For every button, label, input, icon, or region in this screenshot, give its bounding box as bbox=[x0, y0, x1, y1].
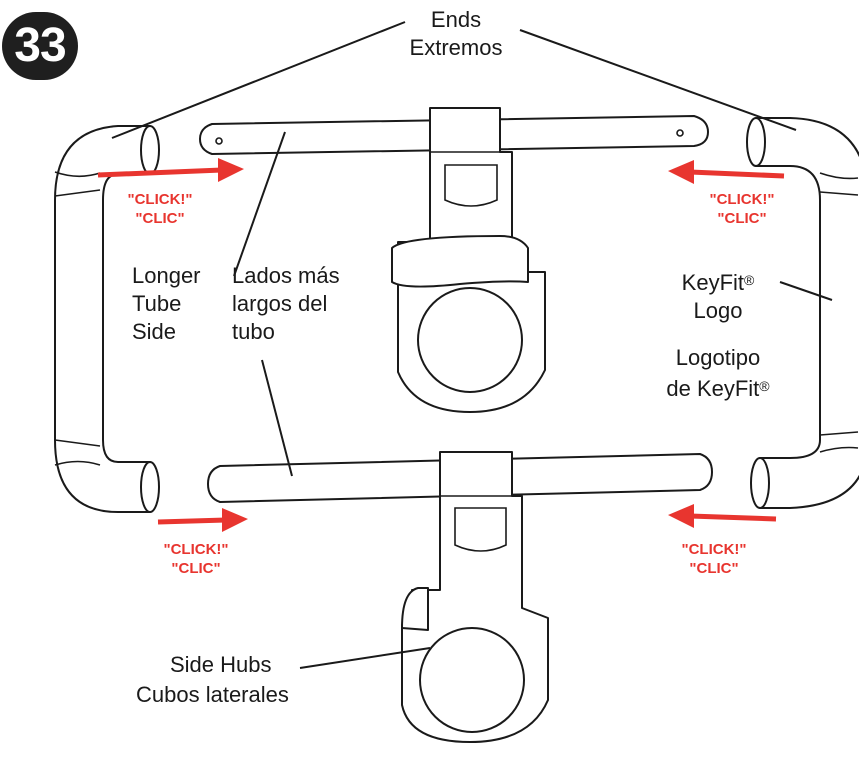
longer-tube-side-label-en: Longer Tube Side bbox=[132, 263, 201, 344]
longer-tube-side-label-es: Lados más largos del tubo bbox=[232, 263, 340, 344]
ends-label: Ends Extremos bbox=[408, 6, 504, 62]
ends-label-en: Ends bbox=[430, 7, 482, 32]
step-number-badge: 33 bbox=[2, 12, 78, 80]
logo-leader bbox=[779, 281, 833, 301]
side-hubs-leader bbox=[299, 647, 431, 669]
keyfit-logo-label-es: Logotipo de KeyFit® bbox=[666, 345, 770, 401]
side-hubs-label-en: Side Hubs bbox=[170, 652, 272, 677]
click-arrow-top-right bbox=[668, 160, 785, 184]
side-hubs-label-es: Cubos laterales bbox=[136, 682, 289, 707]
keyfit-logo-label-en: KeyFit® Logo bbox=[681, 270, 755, 323]
click-label-bottom-left: "CLICK!" "CLIC" bbox=[163, 541, 229, 577]
click-arrow-bottom-right bbox=[668, 504, 777, 528]
left-end-tube bbox=[54, 125, 160, 513]
longer-tube-leader-top bbox=[233, 131, 286, 277]
click-arrow-bottom-left bbox=[157, 508, 248, 532]
ends-label-es: Extremos bbox=[409, 35, 503, 60]
right-end-tube bbox=[746, 117, 859, 509]
click-label-top-right: "CLICK!" "CLIC" bbox=[709, 191, 775, 227]
bottom-side-hub bbox=[401, 451, 549, 743]
top-side-hub bbox=[391, 107, 546, 413]
ends-leader-right bbox=[519, 29, 797, 131]
longer-tube-leader-bottom bbox=[261, 359, 293, 477]
click-label-bottom-right: "CLICK!" "CLIC" bbox=[681, 541, 747, 577]
click-label-top-left: "CLICK!" "CLIC" bbox=[127, 191, 193, 227]
click-arrow-top-left bbox=[97, 158, 244, 182]
ends-leader-left bbox=[111, 21, 406, 139]
